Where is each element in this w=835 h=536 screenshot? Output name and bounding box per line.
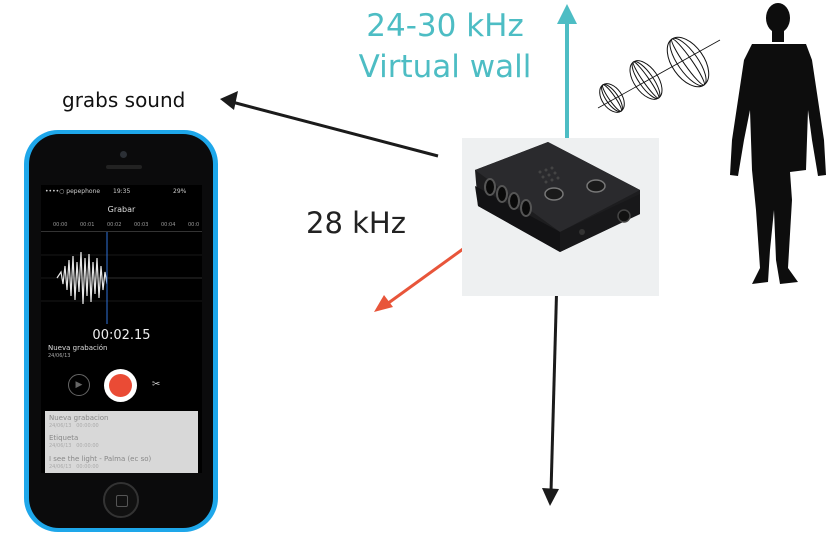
waveform-area	[41, 232, 202, 324]
play-icon: ▶	[75, 380, 83, 390]
virtual-wall-text: Virtual wall	[358, 49, 532, 85]
list-item[interactable]: Nueva grabacion 24/06/13 00:00:00	[49, 414, 194, 429]
list-item-title: I see the light - Palma (ec so)	[49, 455, 152, 463]
list-item-meta: 24/06/13 00:00:00	[49, 443, 194, 449]
phone-screen: ••••○ pepephone 19:35 29% Grabar 00:00 0…	[41, 185, 202, 473]
arrow-down	[542, 275, 559, 506]
arrow-28khz	[374, 247, 464, 312]
virtual-wall-label: 24-30 kHz Virtual wall	[345, 6, 545, 88]
list-item-date: 24/06/13	[49, 443, 72, 449]
list-item-duration: 00:00:00	[76, 443, 99, 449]
ultrasonic-device	[462, 138, 659, 296]
list-item[interactable]: I see the light - Palma (ec so) 24/06/13…	[49, 455, 194, 470]
status-carrier: ••••○ pepephone	[45, 188, 101, 195]
status-battery: 29%	[173, 188, 187, 195]
list-item-duration: 00:00:00	[76, 423, 99, 429]
timeline-tick: 00:00	[53, 222, 68, 228]
home-button[interactable]	[103, 482, 139, 518]
record-button[interactable]	[104, 369, 137, 402]
timeline-tick: 00:0	[188, 222, 200, 228]
recording-date: 24/06/13	[48, 353, 71, 359]
frequency-28khz-label: 28 kHz	[306, 206, 406, 240]
record-icon	[109, 374, 132, 397]
virtual-wall-frequency: 24-30 kHz	[366, 8, 524, 44]
timeline-tick: 00:03	[134, 222, 149, 228]
play-button[interactable]: ▶	[68, 374, 90, 396]
timeline: 00:00 00:01 00:02 00:03 00:04 00:0	[41, 219, 202, 232]
home-icon	[116, 495, 128, 507]
status-time: 19:35	[113, 188, 131, 195]
camera-icon	[120, 151, 127, 158]
list-item-duration: 00:00:00	[76, 464, 99, 470]
person-silhouette	[730, 3, 826, 284]
list-item-title: Etiqueta	[49, 434, 79, 442]
recording-name: Nueva grabación	[48, 344, 108, 352]
timeline-tick: 00:01	[80, 222, 95, 228]
arrow-to-phone	[220, 91, 439, 158]
smartphone: ••••○ pepephone 19:35 29% Grabar 00:00 0…	[24, 130, 218, 532]
list-item-date: 24/06/13	[49, 423, 72, 429]
grabs-sound-label: grabs sound	[62, 88, 186, 112]
recordings-list: Nueva grabacion 24/06/13 00:00:00 Etique…	[45, 411, 198, 473]
list-item-meta: 24/06/13 00:00:00	[49, 423, 194, 429]
sound-wave-icon	[597, 36, 721, 113]
list-item-title: Nueva grabacion	[49, 414, 109, 422]
elapsed-time: 00:02.15	[92, 328, 151, 343]
screen-title: Grabar	[107, 205, 136, 214]
list-item-meta: 24/06/13 00:00:00	[49, 464, 194, 470]
scissors-icon[interactable]: ✂	[152, 379, 161, 390]
earpiece-speaker	[106, 165, 142, 169]
list-item[interactable]: Etiqueta 24/06/13 00:00:00	[49, 434, 194, 449]
waveform	[41, 232, 202, 324]
timeline-tick: 00:04	[161, 222, 176, 228]
list-item-date: 24/06/13	[49, 464, 72, 470]
phone-body: ••••○ pepephone 19:35 29% Grabar 00:00 0…	[29, 134, 213, 528]
timeline-tick: 00:02	[107, 222, 122, 228]
